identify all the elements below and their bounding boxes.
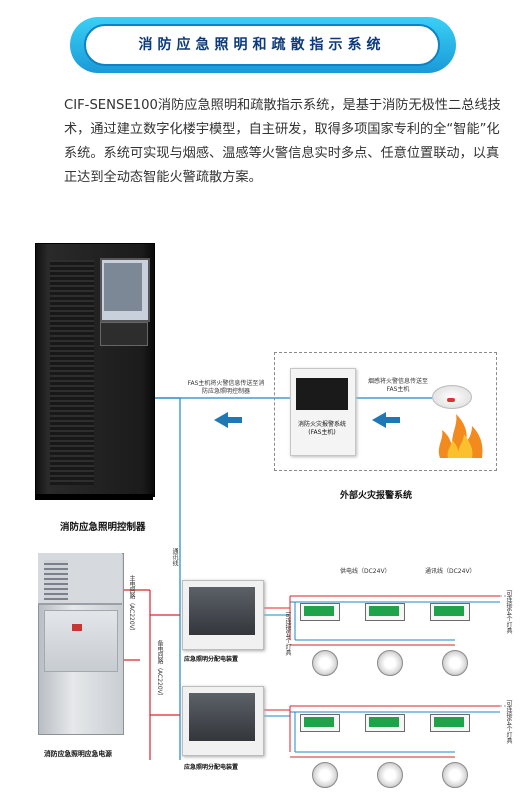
smoke-detector-icon	[432, 385, 472, 409]
power-supply-label: 消防应急照明应急电源	[44, 750, 112, 758]
comm-line-label: 通讯线	[171, 548, 178, 566]
cabinet-control-panel	[100, 322, 148, 346]
title-banner-text: 消防应急照明和疏散指示系统	[138, 37, 386, 53]
emergency-lamp-3	[442, 650, 468, 676]
exit-sign-2-face	[369, 606, 399, 616]
exit-sign-4-face	[304, 717, 334, 727]
exit-sign-3-face	[434, 606, 464, 616]
emergency-lamp-1	[312, 650, 338, 676]
external-system-boundary	[274, 352, 497, 471]
external-system-label: 外部火灾报警系统	[340, 491, 413, 501]
cabinet-base	[35, 494, 153, 500]
exit-sign-1-face	[304, 606, 334, 616]
fas-host-screen	[296, 378, 348, 410]
lamp-capacity-label-1: 可连接64个灯具	[505, 590, 512, 634]
controller-label: 消防应急照明控制器	[60, 522, 146, 533]
exit-sign-5-face	[369, 717, 399, 727]
detector-led	[447, 398, 455, 402]
fire-icon	[438, 414, 483, 458]
emergency-lamp-6	[442, 762, 468, 788]
power-cabinet-badge	[72, 624, 82, 631]
cabinet-door-grille	[50, 260, 94, 485]
backup-power-line-label: 备电回路（AC220V）	[156, 640, 163, 700]
distribution-box-1-label: 应急照明分配电装置	[184, 656, 239, 663]
power-cabinet-door	[44, 610, 118, 672]
distribution-box-2-label: 应急照明分配电装置	[184, 764, 239, 771]
supply-line-label: 供电线（DC24V）	[340, 568, 391, 575]
emergency-lamp-2	[377, 650, 403, 676]
fas-to-controller-note: FAS主机将火警信息传送至消防应急照明控制器	[187, 380, 265, 395]
power-cabinet-rack	[44, 560, 68, 600]
exit-sign-6-face	[434, 717, 464, 727]
emergency-lamp-4	[312, 762, 338, 788]
comm-line-dc-label: 通讯线（DC24V）	[425, 568, 476, 575]
arrow-to-controller	[214, 412, 228, 428]
intro-paragraph: CIF-SENSE100消防应急照明和疏散指示系统，是基于消防无极性二总线技术，…	[64, 98, 501, 185]
title-banner-inner	[84, 24, 440, 66]
distribution-box-1-panel	[189, 587, 255, 635]
cabinet-screen-display	[104, 263, 142, 311]
main-power-line-label: 主电回路（AC220V）	[128, 575, 135, 635]
lamp-group-label-1: 可连接64个灯具	[284, 612, 291, 656]
arrow-to-fas	[372, 412, 386, 428]
lamp-capacity-label-2: 可连接64个灯具	[505, 700, 512, 744]
fas-host-label: 消防火灾报警系统(FAS主机)	[297, 421, 346, 436]
detector-to-fas-note: 烟感将火警信息传送至FAS主机	[368, 378, 429, 393]
emergency-lamp-5	[377, 762, 403, 788]
distribution-box-2-panel	[189, 693, 255, 741]
